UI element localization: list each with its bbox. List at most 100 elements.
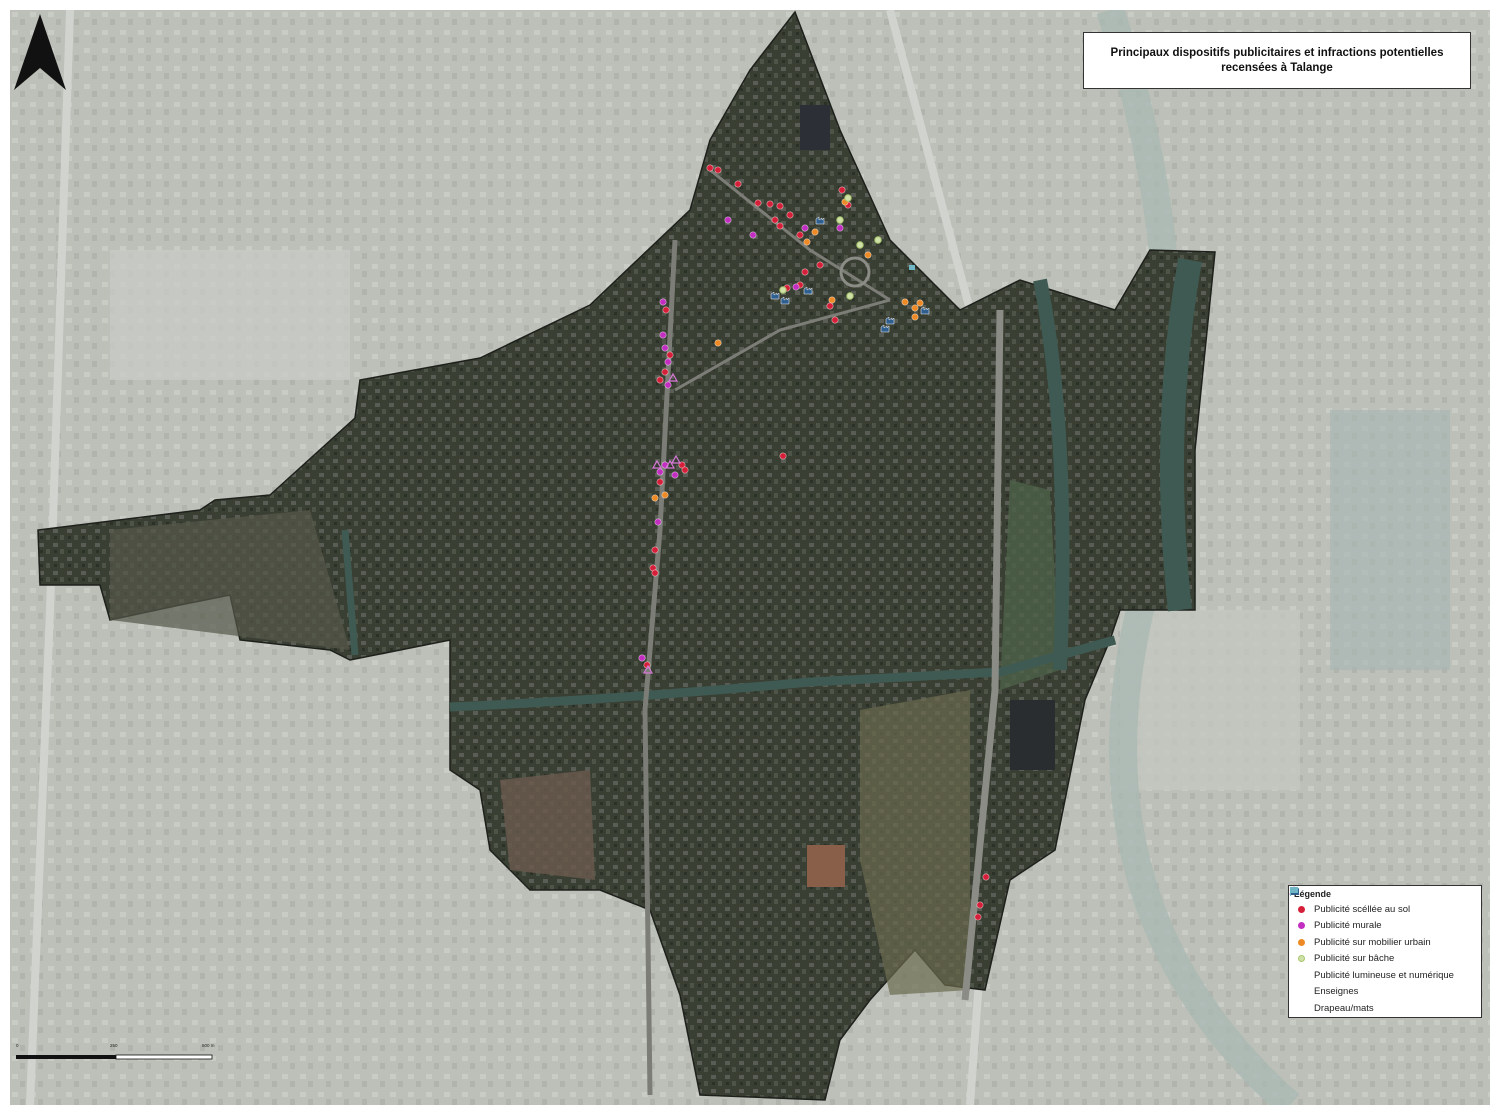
fields-south-east xyxy=(860,690,970,995)
map-marker-50[interactable] xyxy=(666,351,674,359)
map-marker-5[interactable] xyxy=(776,202,784,210)
red-dot-icon xyxy=(1294,903,1308,915)
magenta-dot-icon xyxy=(1294,920,1308,932)
lake-east xyxy=(1330,410,1450,670)
map-marker-35[interactable] xyxy=(846,292,854,300)
map-marker-60[interactable] xyxy=(664,459,676,469)
map-marker-37[interactable] xyxy=(901,298,909,306)
map-marker-32[interactable] xyxy=(779,286,787,294)
map-marker-58[interactable] xyxy=(656,468,664,476)
map-marker-77[interactable] xyxy=(976,901,984,909)
map-marker-15[interactable] xyxy=(815,216,825,225)
map-marker-66[interactable] xyxy=(661,491,669,499)
map-marker-55[interactable] xyxy=(664,381,672,389)
legend-label: Publicité murale xyxy=(1314,920,1382,932)
map-marker-14[interactable] xyxy=(796,231,804,239)
map-marker-54[interactable] xyxy=(667,372,679,382)
map-marker-53[interactable] xyxy=(656,376,664,384)
map-marker-74[interactable] xyxy=(642,664,654,674)
map-marker-17[interactable] xyxy=(838,186,846,194)
map-title-box: Principaux dispositifs publicitaires et … xyxy=(1083,32,1471,89)
map-marker-39[interactable] xyxy=(916,299,924,307)
map-marker-29[interactable] xyxy=(792,283,800,291)
legend-label: Publicité sur mobilier urbain xyxy=(1314,936,1431,948)
map-marker-11[interactable] xyxy=(801,224,809,232)
map-marker-76[interactable] xyxy=(982,873,990,881)
map-marker-0[interactable] xyxy=(706,164,714,172)
map-marker-4[interactable] xyxy=(766,200,774,208)
map-marker-30[interactable] xyxy=(803,286,813,295)
map-marker-47[interactable] xyxy=(662,306,670,314)
scale-label-250: 250 xyxy=(110,1043,118,1048)
map-marker-31[interactable] xyxy=(770,291,780,300)
map-marker-68[interactable] xyxy=(654,518,662,526)
legend-item-lumineuse: Publicité lumineuse et numérique xyxy=(1289,886,1476,984)
map-marker-2[interactable] xyxy=(734,180,742,188)
map-svg xyxy=(10,10,1490,1105)
map-marker-3[interactable] xyxy=(754,199,762,207)
map-marker-59[interactable] xyxy=(651,459,663,469)
roundabout xyxy=(839,256,871,288)
map-marker-49[interactable] xyxy=(661,344,669,352)
map-marker-69[interactable] xyxy=(651,546,659,554)
canal-far-east xyxy=(1160,257,1202,612)
map-marker-45[interactable] xyxy=(831,316,839,324)
map-marker-52[interactable] xyxy=(661,368,669,376)
map-marker-40[interactable] xyxy=(920,306,930,315)
map-marker-41[interactable] xyxy=(885,316,895,325)
map-marker-9[interactable] xyxy=(724,216,732,224)
legend: Légende Publicité scéllée au sol Publici… xyxy=(1288,885,1482,1018)
legend-label: Publicité lumineuse et numérique xyxy=(1314,969,1454,981)
map-marker-25[interactable] xyxy=(816,261,824,269)
map-marker-36[interactable] xyxy=(909,265,915,270)
map-marker-42[interactable] xyxy=(880,324,890,333)
scale-label-500: 500 m xyxy=(202,1043,215,1048)
map-marker-75[interactable] xyxy=(779,452,787,460)
map-marker-10[interactable] xyxy=(749,231,757,239)
map-marker-1[interactable] xyxy=(714,166,722,174)
map-marker-26[interactable] xyxy=(801,268,809,276)
map-marker-51[interactable] xyxy=(664,358,672,366)
map-marker-44[interactable] xyxy=(826,302,834,310)
legend-item-mobilier: Publicité sur mobilier urbain xyxy=(1294,934,1476,951)
map-marker-7[interactable] xyxy=(771,216,779,224)
north-arrow-icon xyxy=(14,14,66,90)
map-marker-71[interactable] xyxy=(651,569,659,577)
map-marker-33[interactable] xyxy=(780,296,790,305)
map-marker-38[interactable] xyxy=(911,304,919,312)
green-ring-icon xyxy=(1294,953,1308,965)
map-marker-43[interactable] xyxy=(911,313,919,321)
legend-item-drapeau: Drapeau/mats xyxy=(1290,887,1476,1017)
building-icon xyxy=(1290,887,1308,998)
shopping-centre xyxy=(1010,700,1055,770)
map-marker-20[interactable] xyxy=(844,194,852,202)
scale-bar-graphic xyxy=(16,1054,213,1060)
legend-label: Publicité scéllée au sol xyxy=(1314,903,1411,915)
canal-east xyxy=(1033,278,1070,671)
map-marker-48[interactable] xyxy=(659,331,667,339)
map-marker-78[interactable] xyxy=(974,913,982,921)
map-marker-23[interactable] xyxy=(874,236,882,244)
map-marker-8[interactable] xyxy=(776,222,784,230)
map-marker-21[interactable] xyxy=(836,224,844,232)
map-marker-61[interactable] xyxy=(671,471,679,479)
canal-horizontal xyxy=(449,635,1117,712)
legend-label: Publicité sur bâche xyxy=(1314,953,1395,965)
map-canvas[interactable]: Principaux dispositifs publicitaires et … xyxy=(10,10,1490,1105)
map-marker-56[interactable] xyxy=(714,339,722,347)
map-marker-46[interactable] xyxy=(659,298,667,306)
map-marker-12[interactable] xyxy=(811,228,819,236)
map-marker-64[interactable] xyxy=(670,454,682,464)
map-marker-72[interactable] xyxy=(638,654,646,662)
map-marker-34[interactable] xyxy=(828,296,836,304)
map-marker-63[interactable] xyxy=(681,466,689,474)
map-marker-65[interactable] xyxy=(651,494,659,502)
map-marker-24[interactable] xyxy=(864,251,872,259)
map-marker-16[interactable] xyxy=(836,216,844,224)
map-marker-6[interactable] xyxy=(786,211,794,219)
map-marker-67[interactable] xyxy=(656,478,664,486)
map-marker-13[interactable] xyxy=(803,238,811,246)
map-title-line-2: recensées à Talange xyxy=(1221,61,1333,74)
map-marker-22[interactable] xyxy=(856,241,864,249)
scale-bar: 0 250 500 m xyxy=(16,1043,216,1063)
